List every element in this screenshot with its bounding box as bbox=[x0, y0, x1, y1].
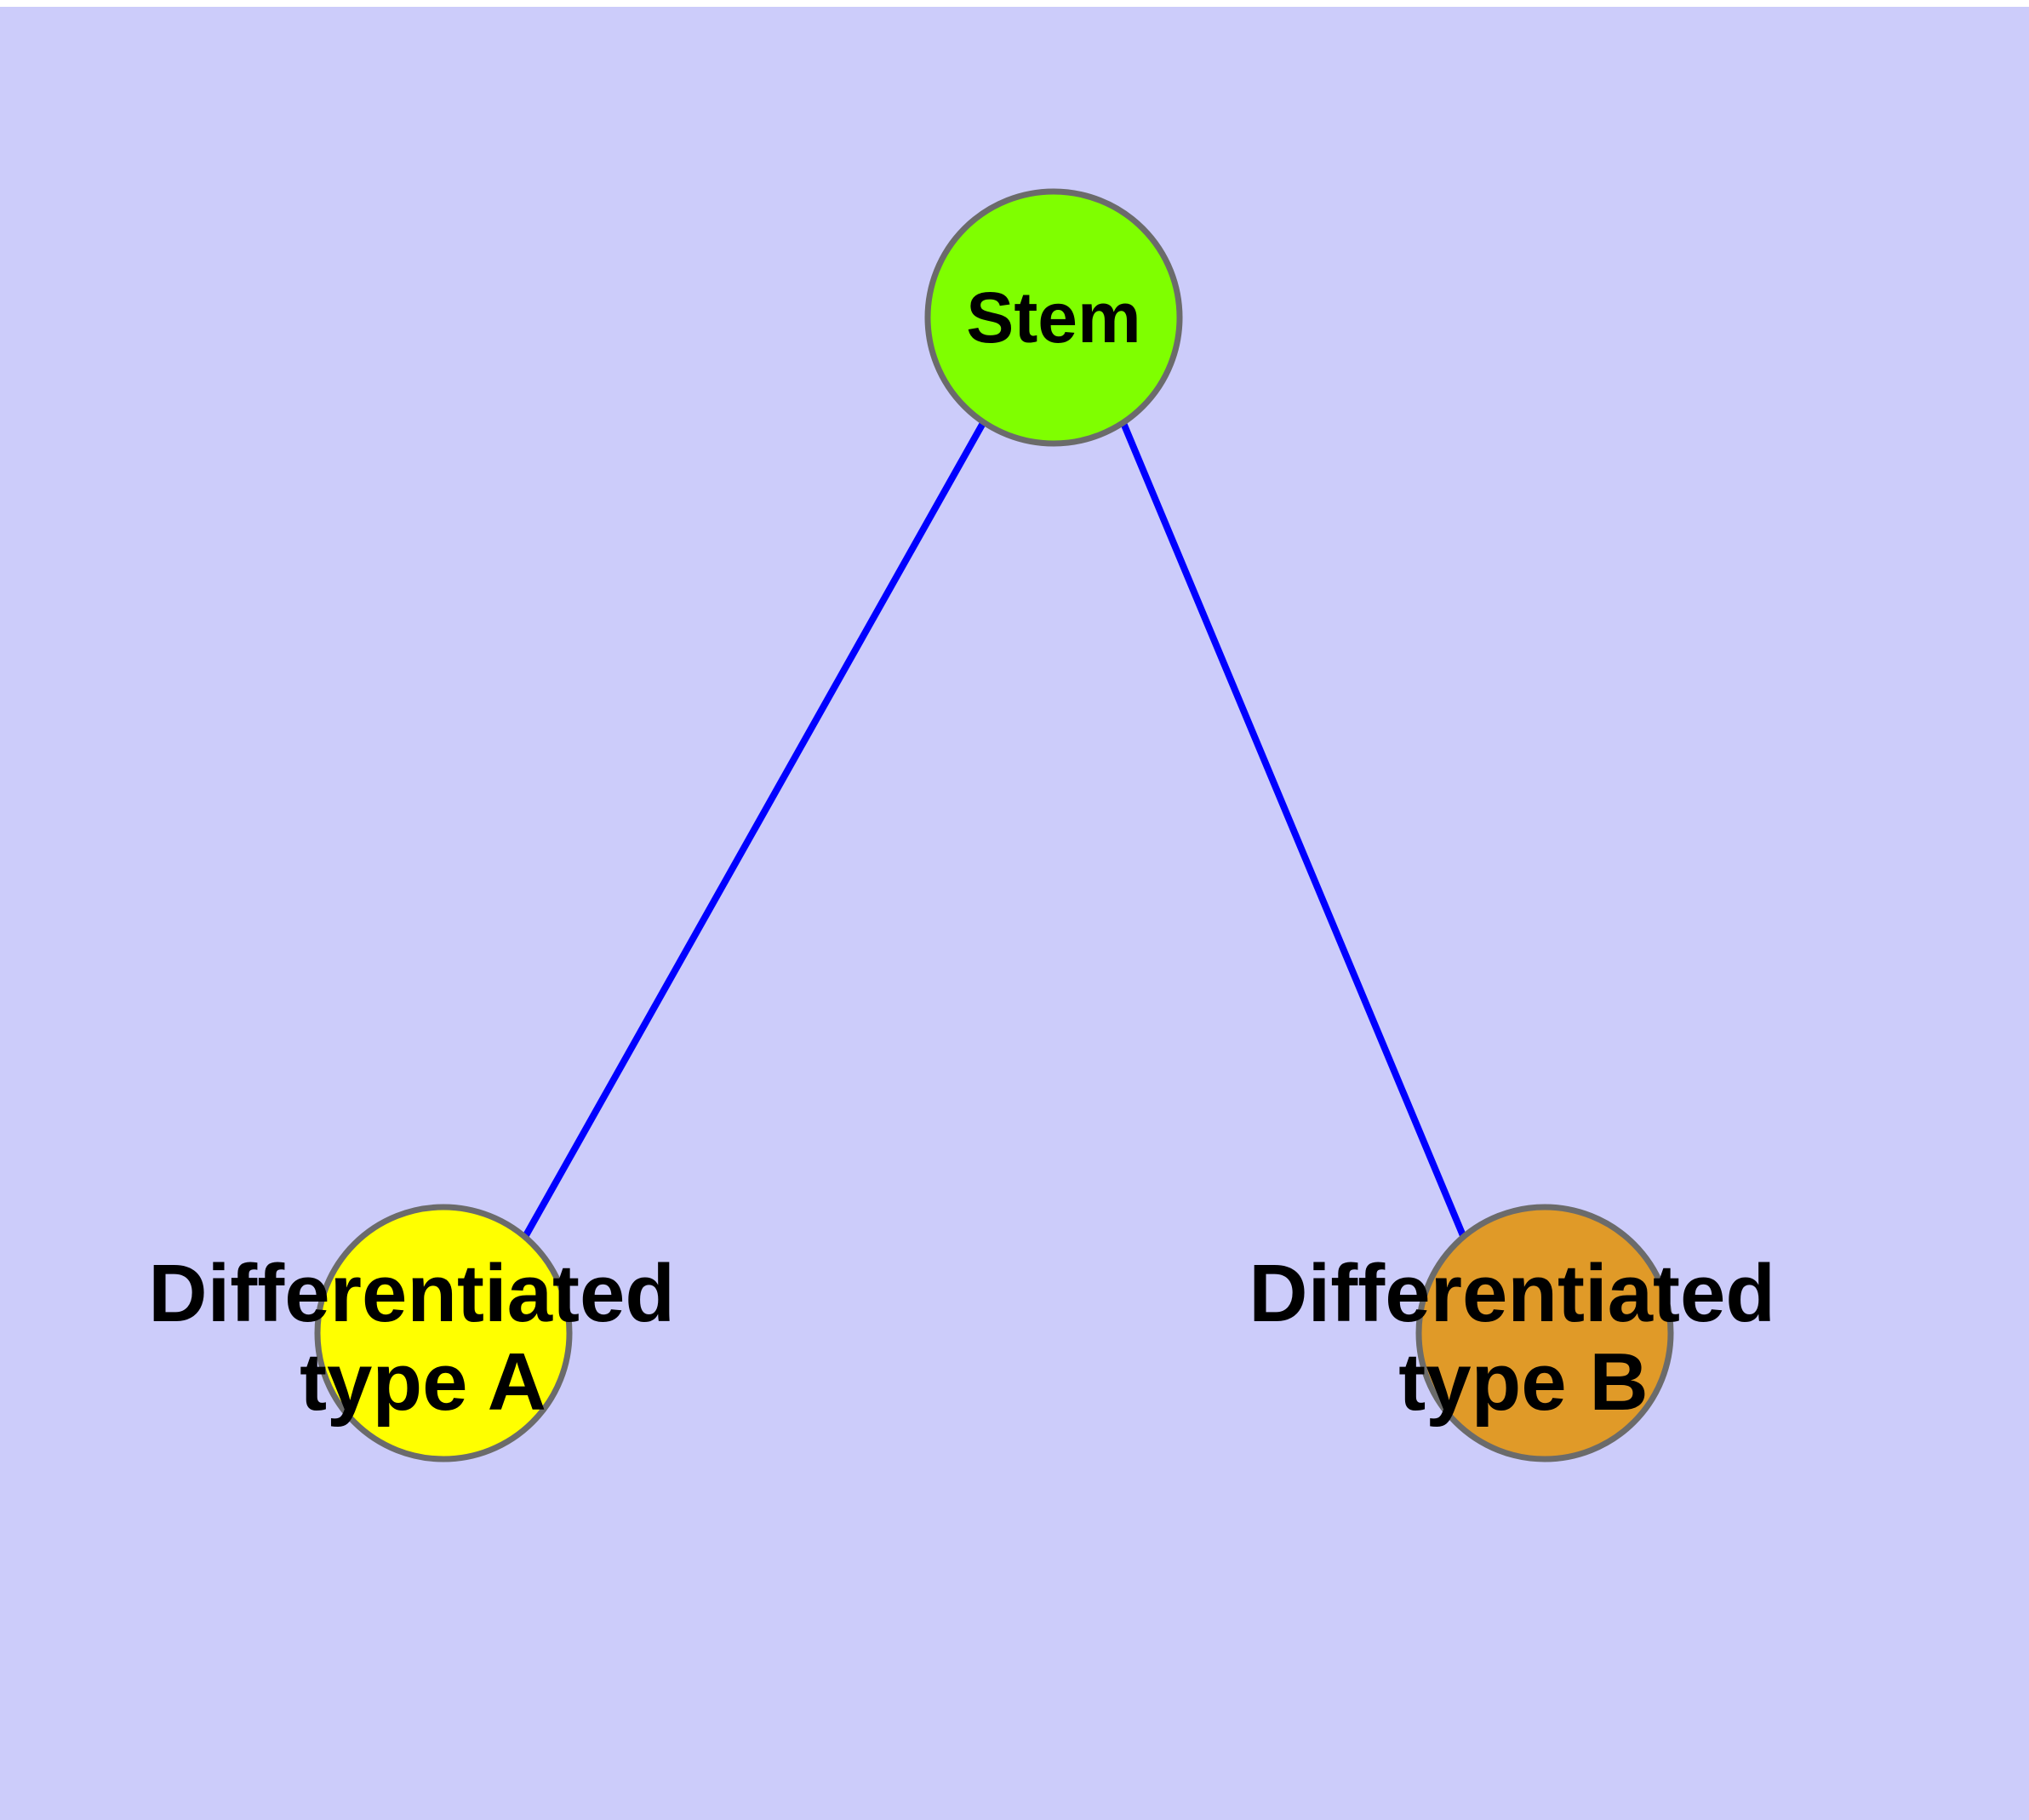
node-stem-circle[interactable] bbox=[924, 188, 1183, 447]
node-differentiated-type-a-circle[interactable] bbox=[314, 1204, 573, 1462]
node-differentiated-type-b-circle[interactable] bbox=[1415, 1204, 1674, 1462]
node-stem[interactable] bbox=[924, 188, 1183, 447]
node-differentiated-type-a[interactable] bbox=[314, 1204, 573, 1462]
node-label-differentiated-type-a: Differentiated type A bbox=[148, 1248, 697, 1428]
node-label-differentiated-type-b: Differentiated type B bbox=[1249, 1248, 1798, 1428]
node-label-differentiated-type-a-line2: type A bbox=[300, 1336, 546, 1428]
node-label-stem: Stem bbox=[966, 278, 1140, 358]
edge-stem-to-differentiated-type-b[interactable] bbox=[1120, 421, 1467, 1239]
edge-layer bbox=[522, 421, 1467, 1239]
label-layer: Stem Differentiated type A Differentiate… bbox=[148, 278, 1798, 1428]
node-differentiated-type-b[interactable] bbox=[1415, 1204, 1674, 1462]
node-label-differentiated-type-a-line1: Differentiated bbox=[148, 1248, 675, 1339]
edge-stem-to-differentiated-type-a[interactable] bbox=[522, 421, 986, 1239]
node-label-differentiated-type-b-line2: type B bbox=[1398, 1336, 1648, 1428]
node-label-differentiated-type-b-line1: Differentiated bbox=[1249, 1248, 1775, 1339]
